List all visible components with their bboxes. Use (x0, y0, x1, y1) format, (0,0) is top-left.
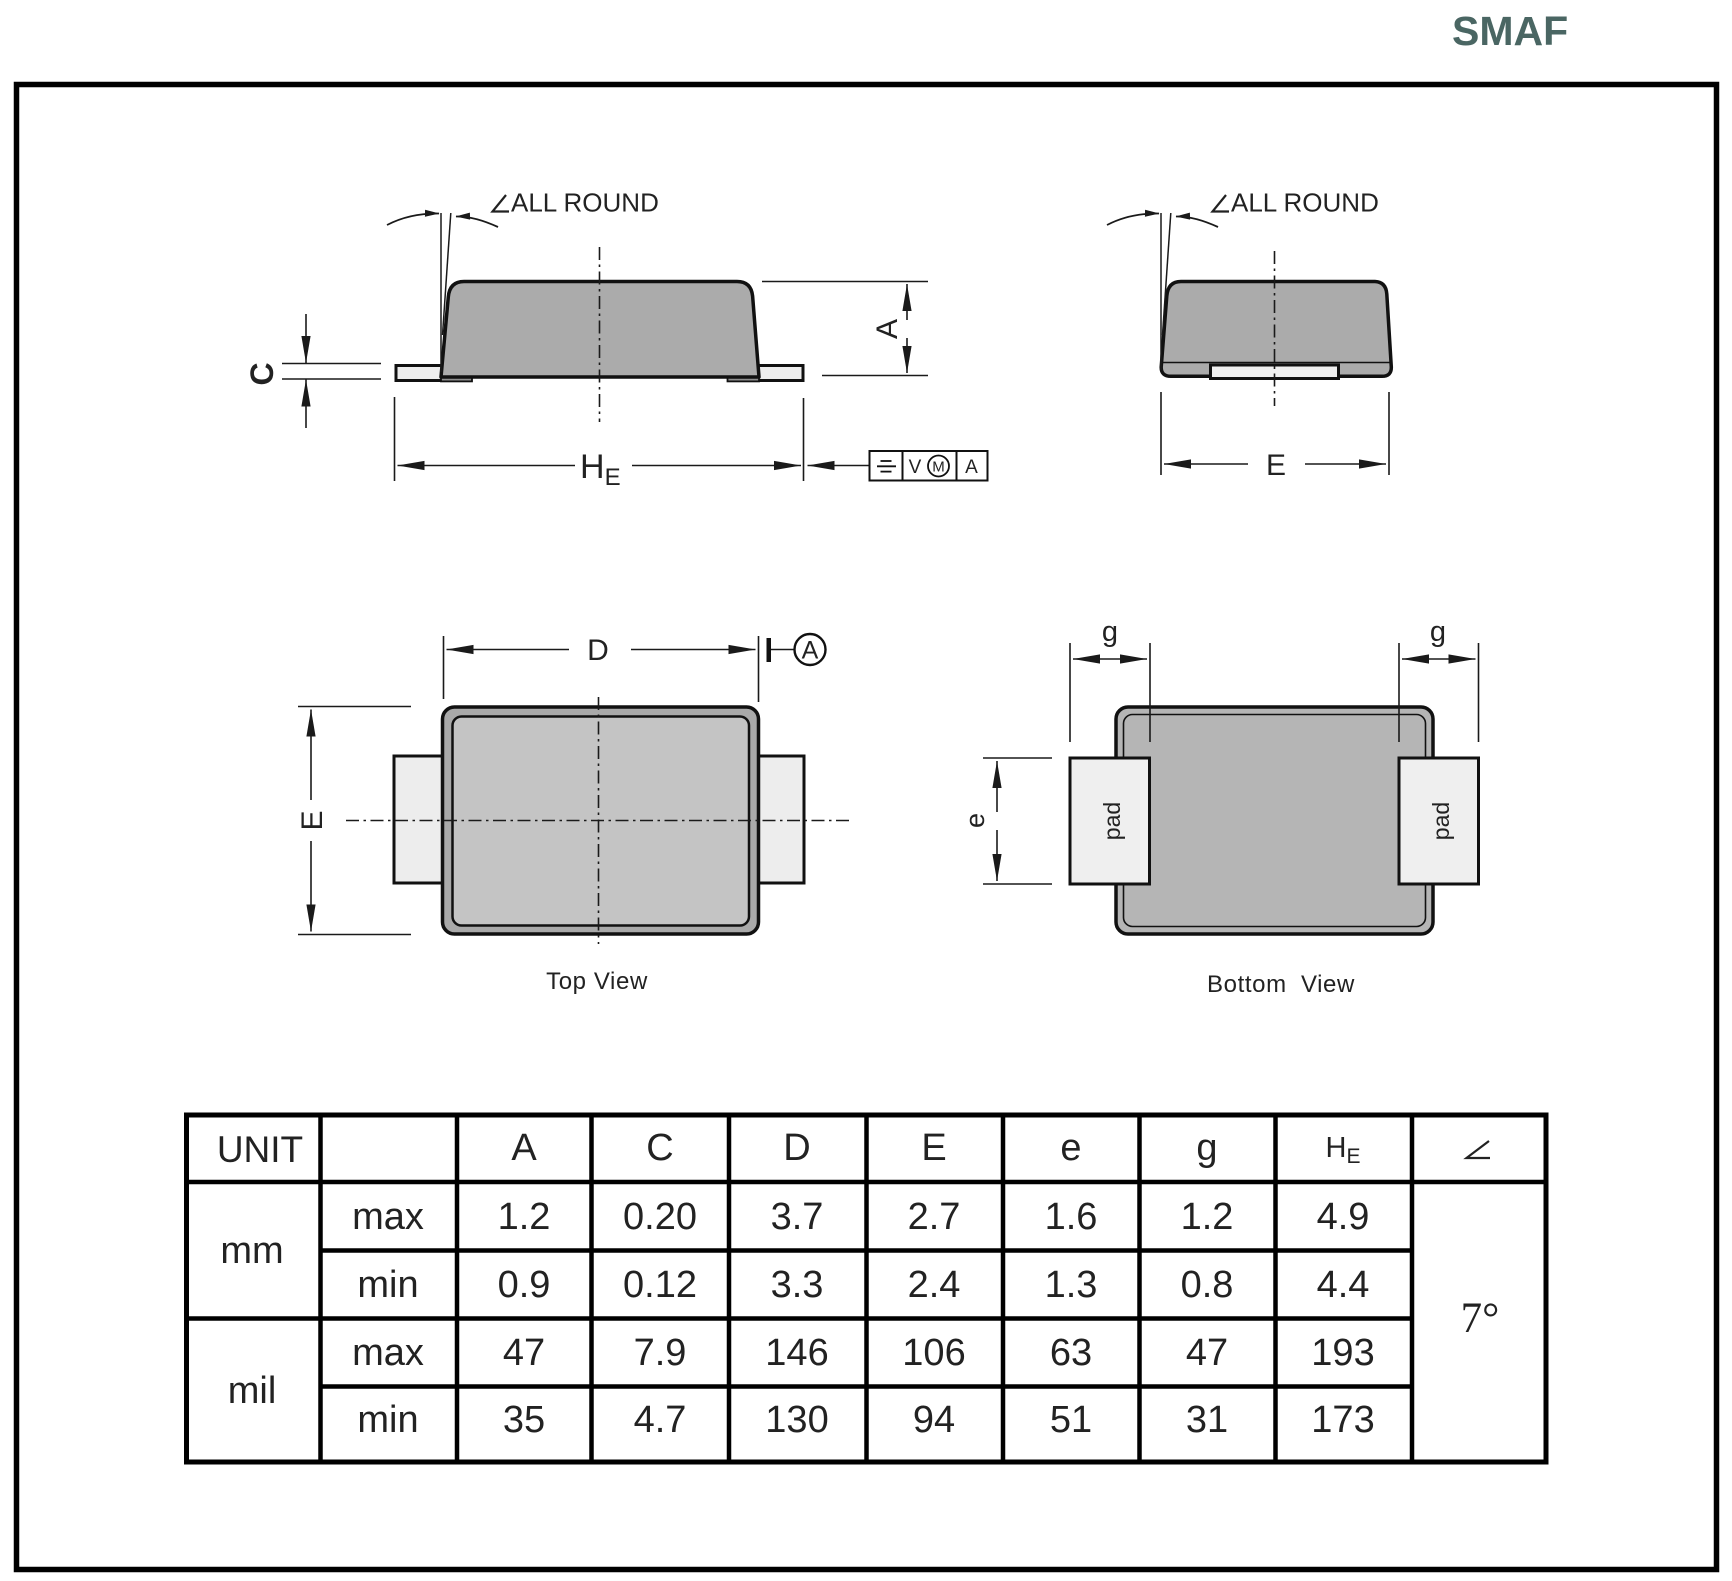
svg-text:HE: HE (1326, 1132, 1361, 1168)
svg-text:2.4: 2.4 (908, 1264, 961, 1306)
svg-text:1.3: 1.3 (1045, 1264, 1098, 1306)
svg-text:0.8: 0.8 (1181, 1264, 1234, 1306)
svg-text:51: 51 (1050, 1399, 1092, 1441)
svg-text:94: 94 (913, 1399, 955, 1441)
svg-text:A: A (965, 457, 978, 478)
svg-text:min: min (357, 1264, 418, 1306)
svg-text:7°: 7° (1461, 1295, 1500, 1342)
svg-text:ALL ROUND: ALL ROUND (1231, 188, 1379, 218)
svg-text:0.9: 0.9 (498, 1264, 551, 1306)
svg-text:e: e (1060, 1127, 1081, 1169)
svg-text:M: M (932, 459, 945, 476)
svg-text:A: A (802, 637, 819, 665)
svg-text:A: A (511, 1127, 537, 1169)
svg-text:g: g (1196, 1127, 1217, 1169)
svg-text:D: D (783, 1127, 810, 1169)
svg-text:1.2: 1.2 (498, 1196, 551, 1238)
svg-text:35: 35 (503, 1399, 545, 1441)
svg-text:1.6: 1.6 (1045, 1196, 1098, 1238)
svg-text:UNIT: UNIT (217, 1129, 303, 1170)
svg-text:mil: mil (228, 1370, 277, 1412)
svg-text:pad: pad (1428, 802, 1454, 840)
svg-text:7.9: 7.9 (634, 1332, 687, 1374)
svg-text:min: min (357, 1399, 418, 1441)
svg-text:4.9: 4.9 (1317, 1196, 1370, 1238)
svg-text:C: C (646, 1127, 673, 1169)
svg-text:SMAF: SMAF (1452, 8, 1568, 54)
svg-text:E: E (296, 810, 329, 830)
svg-text:e: e (960, 813, 990, 828)
svg-text:Bottom View: Bottom View (1207, 971, 1355, 998)
svg-text:106: 106 (902, 1332, 965, 1374)
svg-text:4.4: 4.4 (1317, 1264, 1370, 1306)
svg-text:130: 130 (765, 1399, 828, 1441)
svg-text:ALL ROUND: ALL ROUND (511, 188, 659, 218)
svg-text:2.7: 2.7 (908, 1196, 961, 1238)
svg-text:1.2: 1.2 (1181, 1196, 1234, 1238)
svg-text:4.7: 4.7 (634, 1399, 687, 1441)
svg-text:E: E (1266, 449, 1286, 482)
svg-text:HE: HE (580, 448, 621, 491)
svg-text:47: 47 (1186, 1332, 1228, 1374)
svg-text:173: 173 (1311, 1399, 1374, 1441)
svg-text:E: E (921, 1127, 946, 1169)
svg-text:D: D (587, 634, 609, 667)
svg-text:g: g (1430, 616, 1446, 648)
svg-text:3.7: 3.7 (771, 1196, 824, 1238)
svg-text:47: 47 (503, 1332, 545, 1374)
svg-text:0.12: 0.12 (623, 1264, 697, 1306)
svg-text:g: g (1102, 616, 1118, 648)
svg-text:C: C (244, 362, 280, 385)
svg-text:Top View: Top View (546, 968, 648, 995)
svg-text:63: 63 (1050, 1332, 1092, 1374)
svg-text:max: max (352, 1196, 424, 1238)
svg-text:A: A (871, 319, 904, 339)
svg-text:3.3: 3.3 (771, 1264, 824, 1306)
svg-text:146: 146 (765, 1332, 828, 1374)
svg-text:pad: pad (1099, 802, 1125, 840)
svg-text:mm: mm (220, 1230, 283, 1272)
svg-text:0.20: 0.20 (623, 1196, 697, 1238)
svg-text:V: V (909, 457, 922, 478)
svg-text:31: 31 (1186, 1399, 1228, 1441)
svg-text:max: max (352, 1332, 424, 1374)
svg-text:193: 193 (1311, 1332, 1374, 1374)
